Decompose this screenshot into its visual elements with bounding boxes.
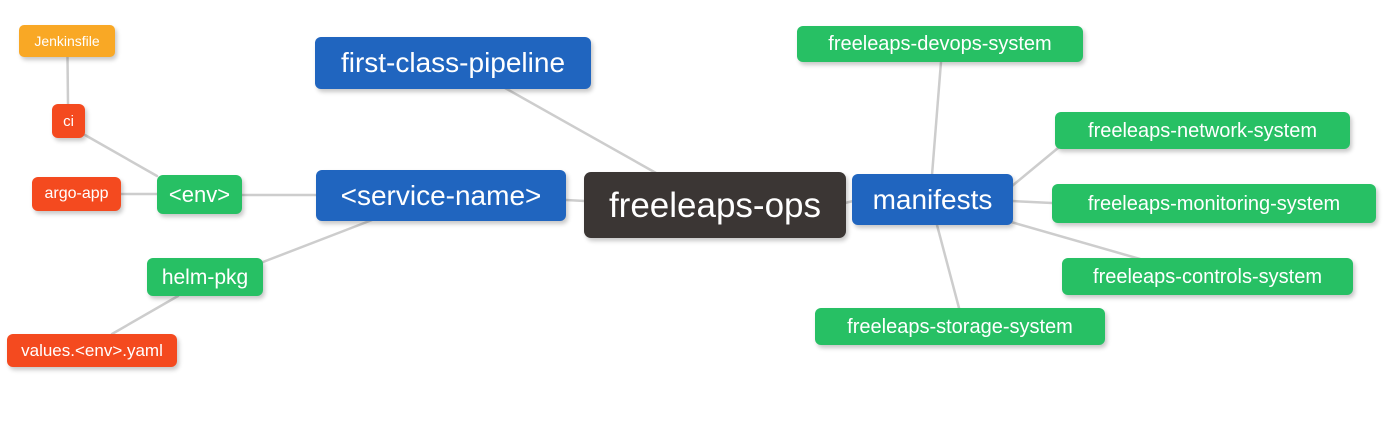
- node-storage-system[interactable]: freeleaps-storage-system: [815, 308, 1105, 345]
- edge-ci-env: [83, 133, 159, 178]
- edge-manifests-network: [1010, 146, 1060, 188]
- node-root-freeleaps-ops[interactable]: freeleaps-ops: [584, 172, 846, 238]
- node-jenkinsfile[interactable]: Jenkinsfile: [19, 25, 115, 57]
- node-argo-app[interactable]: argo-app: [32, 177, 121, 211]
- edge-service-name-root: [564, 198, 587, 203]
- node-values-env-yaml[interactable]: values.<env>.yaml: [7, 334, 177, 367]
- node-manifests[interactable]: manifests: [852, 174, 1013, 225]
- edge-manifests-controls: [1009, 220, 1142, 261]
- node-network-system[interactable]: freeleaps-network-system: [1055, 112, 1350, 149]
- node-monitoring-system[interactable]: freeleaps-monitoring-system: [1052, 184, 1376, 223]
- node-helm-pkg[interactable]: helm-pkg: [147, 258, 263, 296]
- node-ci[interactable]: ci: [52, 104, 85, 138]
- node-controls-system[interactable]: freeleaps-controls-system: [1062, 258, 1353, 295]
- edge-root-manifests: [843, 199, 855, 205]
- edge-manifests-monitoring: [1010, 199, 1054, 205]
- node-env[interactable]: <env>: [157, 175, 242, 214]
- edge-manifests-storage: [935, 223, 961, 310]
- edge-values-yaml-helm-pkg: [110, 294, 180, 336]
- edge-helm-pkg-service-name: [261, 218, 374, 264]
- node-devops-system[interactable]: freeleaps-devops-system: [797, 26, 1083, 62]
- edge-manifests-devops: [930, 60, 943, 177]
- node-first-class-pipeline[interactable]: first-class-pipeline: [315, 37, 591, 89]
- edge-pipeline-root: [503, 86, 658, 175]
- node-service-name[interactable]: <service-name>: [316, 170, 566, 221]
- edge-jenkinsfile-ci: [66, 55, 70, 106]
